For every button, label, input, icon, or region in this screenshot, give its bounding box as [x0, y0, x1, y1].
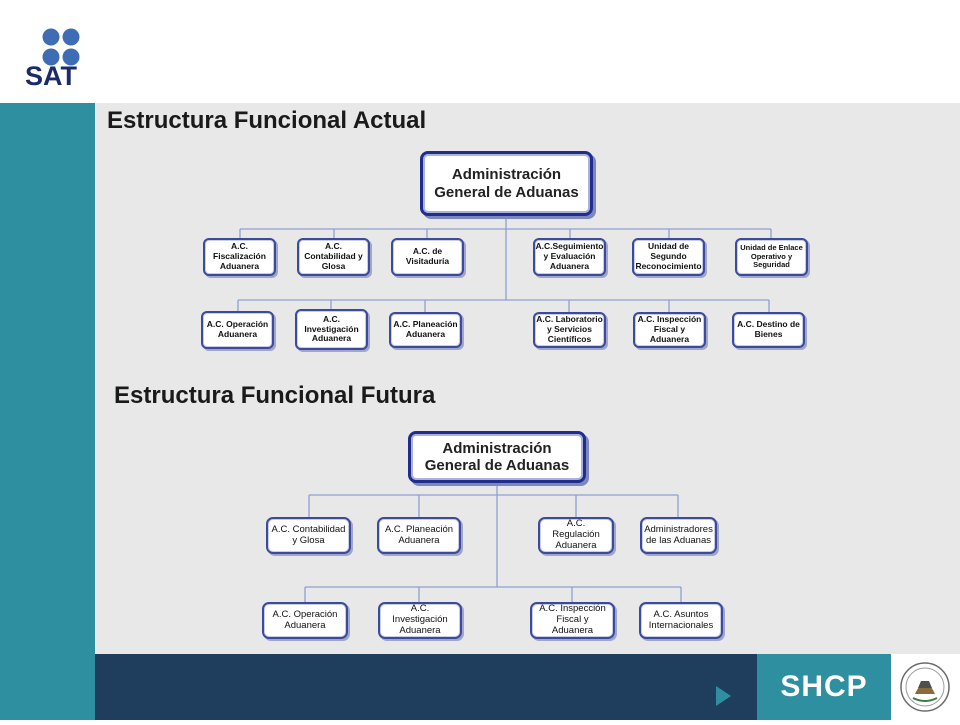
left-sidebar-band: [0, 103, 95, 720]
future-node-operacion: A.C. Operación Aduanera: [262, 602, 348, 639]
current-node-planeacion: A.C. Planeación Aduanera: [389, 312, 462, 348]
future-node-inspeccion: A.C. Inspección Fiscal y Aduanera: [530, 602, 615, 639]
current-node-contabilidad: A.C. Contabilidad y Glosa: [297, 238, 370, 276]
seal-box: [891, 654, 960, 720]
future-node-investigacion: A.C. Investigación Aduanera: [378, 602, 462, 639]
current-node-destino-bienes: A.C. Destino de Bienes: [732, 312, 805, 348]
next-slide-button[interactable]: [714, 684, 734, 708]
connector-current-row1-drops: [239, 229, 772, 238]
future-node-regulacion: A.C. Regulación Aduanera: [538, 517, 614, 554]
current-node-seguimiento: A.C.Seguimiento y Evaluación Aduanera: [533, 238, 606, 276]
future-root-node: Administración General de Aduanas: [408, 431, 586, 483]
current-root-node: Administración General de Aduanas: [420, 151, 593, 216]
current-node-operacion: A.C. Operación Aduanera: [201, 311, 274, 349]
current-node-laboratorio: A.C. Laboratorio y Servicios Científicos: [533, 312, 606, 348]
connector-current-row2-drops: [237, 300, 770, 312]
national-seal-icon: [900, 662, 950, 712]
shcp-box: [757, 654, 891, 720]
current-node-inspeccion: A.C. Inspección Fiscal y Aduanera: [633, 312, 706, 348]
future-node-contabilidad: A.C. Contabilidad y Glosa: [266, 517, 351, 554]
logo-text: SAT: [25, 61, 78, 90]
future-node-administradores: Administradores de las Aduanas: [640, 517, 717, 554]
connector-future-row2-drops: [304, 587, 682, 602]
sat-logo: SAT: [8, 12, 98, 91]
connector-future-row1-drops: [308, 495, 679, 517]
sat-logo-icon: SAT: [25, 28, 80, 91]
future-node-asuntos-internacionales: A.C. Asuntos Internacionales: [639, 602, 723, 639]
current-node-visitaduria: A.C. de Visitaduría: [391, 238, 464, 276]
current-structure-title: Estructura Funcional Actual: [107, 107, 427, 134]
current-node-fiscalizacion: A.C. Fiscalización Aduanera: [203, 238, 276, 276]
current-node-investigacion: A.C. Investigación Aduanera: [295, 309, 368, 350]
future-node-planeacion: A.C. Planeación Aduanera: [377, 517, 461, 554]
current-node-enlace-operativo: Unidad de Enlace Operativo y Seguridad: [735, 238, 808, 276]
shcp-brand: SHCP: [780, 670, 868, 703]
future-structure-title: Estructura Funcional Futura: [114, 382, 436, 409]
current-node-segundo-reconocimiento: Unidad de Segundo Reconocimiento: [632, 238, 705, 276]
play-arrow-icon: [716, 686, 731, 706]
